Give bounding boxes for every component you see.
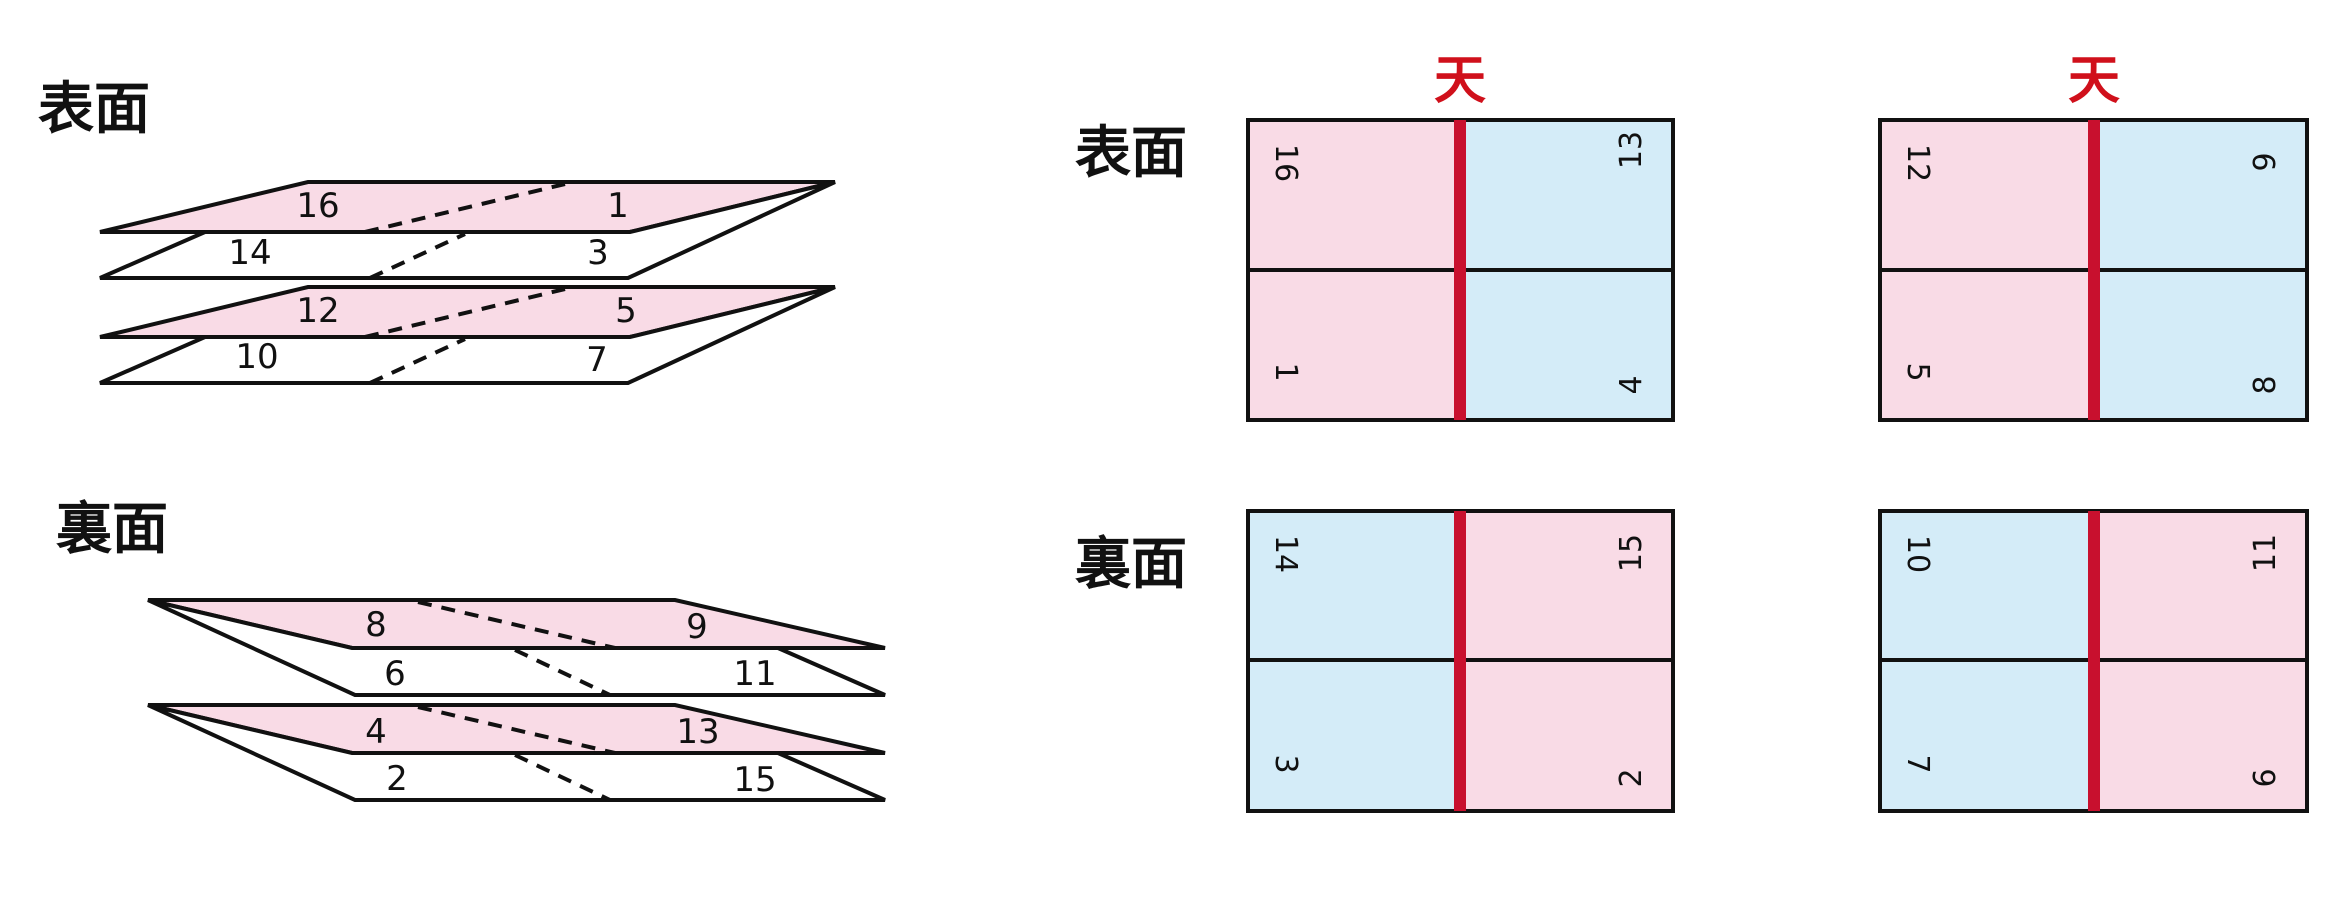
page-number: 1 — [607, 186, 629, 226]
page-number: 4 — [365, 712, 387, 752]
fold-line — [369, 337, 466, 385]
page-number: 14 — [228, 233, 271, 273]
page-number: 8 — [2248, 375, 2283, 394]
page-number: 5 — [1900, 362, 1935, 381]
page-number: 16 — [296, 186, 339, 226]
imposition-sheet-back-2: 10 11 7 6 — [1878, 509, 2309, 813]
page-number: 10 — [235, 337, 278, 377]
imposition-sheet-back-1: 14 15 3 2 — [1246, 509, 1675, 813]
folded-page-white — [147, 703, 886, 802]
back-label-right: 裏面 — [1075, 532, 1187, 597]
front-label-right: 表面 — [1075, 121, 1187, 186]
page-number: 15 — [733, 760, 776, 800]
page-number: 13 — [676, 712, 719, 752]
page-number: 3 — [587, 233, 609, 273]
page-number: 7 — [1900, 754, 1935, 773]
fold-line — [417, 705, 616, 755]
fold-line — [364, 287, 566, 339]
folded-page-white — [99, 180, 836, 280]
folded-page-white — [147, 598, 886, 697]
fold-line — [514, 648, 611, 697]
page-number: 1 — [1268, 362, 1303, 381]
fold-line — [514, 753, 611, 802]
page-number: 7 — [586, 340, 608, 380]
page-number: 6 — [384, 654, 406, 694]
page-number: 11 — [2248, 534, 2283, 572]
page-number: 16 — [1268, 144, 1303, 182]
page-number: 9 — [2248, 152, 2283, 171]
page-number: 12 — [1900, 144, 1935, 182]
fold-line — [369, 232, 466, 280]
head-marker: 天 — [1434, 51, 1486, 111]
back-stack-sheet-2: 4 13 2 15 — [147, 703, 886, 802]
page-number: 10 — [1900, 535, 1935, 573]
folded-page-white — [99, 285, 836, 385]
front-title-left: 表面 — [38, 77, 150, 142]
imposition-sheet-front-2: 12 9 5 8 — [1878, 118, 2309, 422]
page-number: 6 — [2248, 768, 2283, 787]
back-stack-sheet-1: 8 9 6 11 — [147, 598, 886, 697]
back-title-left: 裏面 — [56, 497, 168, 562]
page-number: 8 — [365, 605, 387, 645]
imposition-sheet-front-1: 16 13 1 4 — [1246, 118, 1675, 422]
fold-line — [364, 182, 566, 234]
fold-line — [417, 600, 616, 650]
page-number: 2 — [1614, 768, 1649, 787]
front-stack-sheet-2: 12 5 10 7 — [99, 285, 836, 385]
page-number: 4 — [1614, 375, 1649, 394]
page-number: 14 — [1268, 535, 1303, 573]
page-number: 13 — [1614, 131, 1649, 169]
page-number: 12 — [296, 291, 339, 331]
page-number: 2 — [386, 759, 408, 799]
page-number: 15 — [1614, 534, 1649, 572]
front-stack-sheet-1: 16 1 14 3 — [99, 180, 836, 280]
page-number: 5 — [615, 291, 637, 331]
page-number: 11 — [733, 654, 776, 694]
page-number: 9 — [686, 607, 708, 647]
page-number: 3 — [1268, 754, 1303, 773]
head-marker: 天 — [2068, 51, 2120, 111]
